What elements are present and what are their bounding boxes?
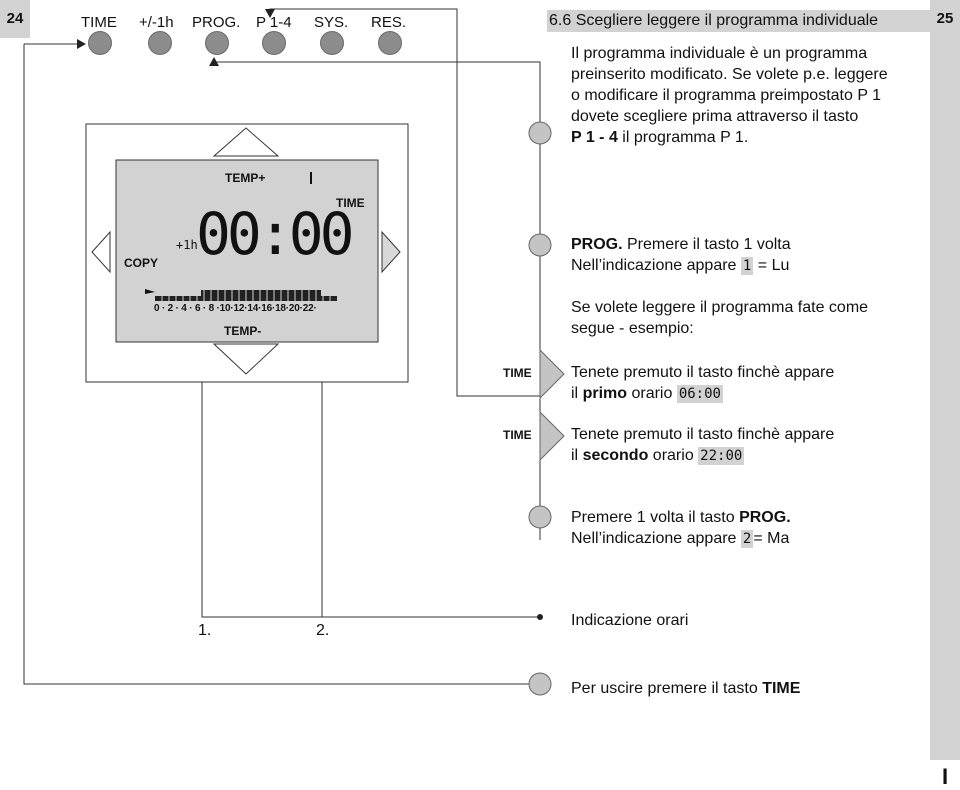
lcd-copy: COPY	[124, 256, 159, 270]
day1-suffix: = Lu	[757, 257, 790, 274]
marker-circle-1	[528, 121, 552, 145]
lcd-time: TIME	[336, 196, 365, 210]
marker-triangle-2	[539, 410, 565, 462]
intro-line-1: Il programma individuale è un programma	[571, 45, 868, 62]
time-label-2: TIME	[503, 428, 532, 442]
press-prog-block: Premere 1 volta il tasto PROG. Nell’indi…	[571, 507, 791, 549]
press-bold: PROG.	[739, 509, 791, 526]
page-number-left: 24	[0, 0, 30, 38]
callout-2: 2.	[316, 622, 330, 639]
label-prog: PROG.	[192, 14, 241, 31]
step2-line-1: Tenete premuto il tasto finchè appare	[571, 426, 835, 443]
step1-block: Tenete premuto il tasto finchè appare il…	[571, 362, 834, 404]
exit-line: Per uscire premere il tasto TIME	[571, 678, 800, 699]
intro-line-3: o modificare il programma preimpostato P…	[571, 87, 882, 104]
lcd-clock: 00:00	[196, 200, 355, 268]
right-arrow	[381, 230, 401, 274]
sys-button[interactable]	[320, 31, 344, 55]
intro-line-4: dovete scegliere prima attraverso il tas…	[571, 108, 859, 125]
label-time: TIME	[81, 14, 117, 31]
day2-chip: 2	[740, 530, 754, 548]
temp-down-arrow	[212, 343, 280, 375]
intro-line-5: P 1 - 4 il programma P 1.	[571, 127, 888, 148]
plus-minus-1h-button[interactable]	[148, 31, 172, 55]
nell-text-2: Nell’indicazione appare	[571, 530, 737, 547]
prog-block: PROG. Premere il tasto 1 volta Nell’indi…	[571, 234, 791, 276]
res-button[interactable]	[378, 31, 402, 55]
press-pre: Premere 1 volta il tasto	[571, 509, 740, 526]
step2-post: orario	[648, 447, 694, 464]
step1-pre: il	[571, 385, 583, 402]
marker-circle-3	[528, 505, 552, 529]
label-res: RES.	[371, 14, 407, 31]
step1-line-2: il primo orario 06:00	[571, 383, 834, 404]
intro-line-2: preinserito modificato. Se volete p.e. l…	[571, 66, 888, 83]
nell-text-1: Nell’indicazione appare	[571, 257, 737, 274]
exit-bold: TIME	[762, 680, 801, 697]
press-line: Premere 1 volta il tasto PROG.	[571, 507, 791, 528]
step1-time-chip: 06:00	[676, 385, 723, 403]
left-arrow	[91, 230, 111, 274]
lcd-ticks: 0 · 2 · 4 · 6 · 8 ·10·12·14·16·18·20·22·	[154, 303, 317, 314]
lcd-temp-plus: TEMP+	[225, 171, 266, 185]
side-bar	[930, 38, 960, 760]
prog-line: PROG. Premere il tasto 1 volta	[571, 234, 791, 255]
p1-4-bold: P 1 - 4	[571, 129, 618, 146]
indicazione-orari: Indicazione orari	[571, 612, 689, 629]
step2-block: Tenete premuto il tasto finchè appare il…	[571, 424, 834, 466]
intro-paragraph: Il programma individuale è un programma …	[571, 43, 888, 148]
step2-line-2: il secondo orario 22:00	[571, 445, 834, 466]
time-button[interactable]	[88, 31, 112, 55]
lcd-panel	[115, 159, 379, 343]
side-marker: I	[941, 764, 949, 789]
marker-circle-4	[528, 672, 552, 696]
step2-pre: il	[571, 447, 583, 464]
label-sys: SYS.	[314, 14, 349, 31]
prog-rest: Premere il tasto 1 volta	[622, 236, 791, 253]
temp-up-arrow	[212, 127, 280, 157]
intro-last-rest: il programma P 1.	[617, 129, 749, 146]
page-number-right: 25	[930, 0, 960, 38]
lcd-plus1h: +1h	[176, 238, 198, 252]
prog-button[interactable]	[205, 31, 229, 55]
marker-triangle-1	[539, 348, 565, 400]
marker-circle-2	[528, 233, 552, 257]
day1-line: Nell’indicazione appare 1 = Lu	[571, 255, 791, 276]
step2-time-chip: 22:00	[698, 447, 745, 465]
lcd-temp-minus: TEMP-	[224, 324, 262, 338]
step1-post: orario	[627, 385, 673, 402]
section-title: 6.6 Scegliere leggere il programma indiv…	[547, 10, 930, 32]
read-line-2: segue - esempio:	[571, 320, 694, 337]
step1-line-1: Tenete premuto il tasto finchè appare	[571, 364, 835, 381]
read-block: Se volete leggere il programma fate come…	[571, 297, 868, 339]
time-label-1: TIME	[503, 366, 532, 380]
p1-4-button[interactable]	[262, 31, 286, 55]
step1-bold: primo	[582, 385, 628, 402]
label-p1-4: P 1-4	[256, 14, 292, 31]
step2-bold: secondo	[582, 447, 649, 464]
day1-chip: 1	[740, 257, 754, 275]
callout-1: 1.	[198, 622, 212, 639]
label-plus-minus-1h: +/-1h	[139, 14, 174, 31]
read-line-1: Se volete leggere il programma fate come	[571, 299, 869, 316]
exit-pre: Per uscire premere il tasto	[571, 680, 763, 697]
prog-bold: PROG.	[571, 236, 623, 253]
day2-suffix: = Ma	[753, 530, 790, 547]
day2-line: Nell’indicazione appare 2= Ma	[571, 528, 791, 549]
